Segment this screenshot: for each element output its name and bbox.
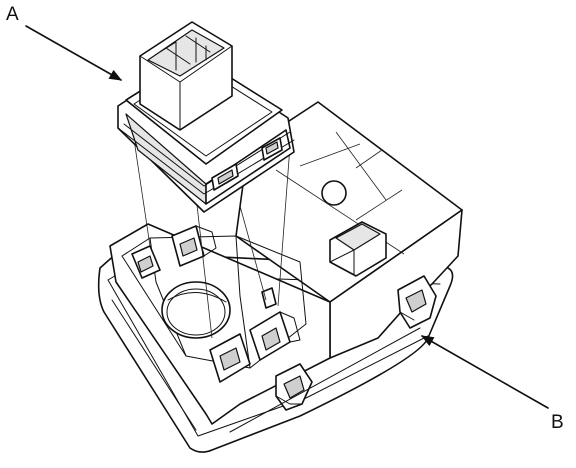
alignment-line-4 bbox=[277, 145, 291, 307]
terminal-front-1 bbox=[209, 333, 251, 383]
alignment-line-1 bbox=[131, 125, 151, 247]
relay-box bbox=[97, 101, 463, 453]
callout-b: B bbox=[420, 335, 564, 433]
latch-clip-right bbox=[397, 275, 437, 329]
callout-arrow-b bbox=[420, 335, 549, 409]
callout-a: A bbox=[6, 4, 123, 81]
terminal-front-3 bbox=[261, 287, 277, 309]
callout-label-a: A bbox=[6, 4, 19, 25]
relay-key-right bbox=[261, 137, 283, 161]
relay bbox=[117, 21, 295, 339]
terminal-left-2 bbox=[171, 225, 217, 267]
cover-round-mark bbox=[321, 180, 347, 206]
callout-arrow-a bbox=[25, 25, 123, 81]
alignment-line-2 bbox=[195, 195, 213, 339]
socket-hole bbox=[161, 281, 231, 339]
terminal-front-2 bbox=[249, 311, 301, 361]
relay-connector bbox=[139, 21, 233, 131]
cover-square-tab bbox=[329, 221, 387, 277]
box-cavity-wall bbox=[121, 235, 307, 369]
alignment-line-3 bbox=[239, 205, 267, 301]
latch-clip-front bbox=[275, 363, 313, 411]
terminal-left-1 bbox=[131, 245, 161, 279]
callout-label-b: B bbox=[551, 412, 564, 433]
relay-key-left bbox=[211, 163, 239, 191]
